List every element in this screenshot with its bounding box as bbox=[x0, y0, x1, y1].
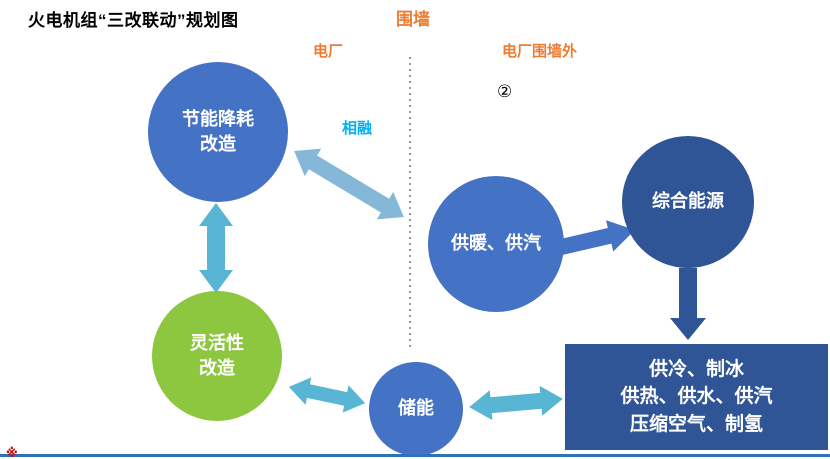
output-box-line1: 供冷、制冰 bbox=[648, 358, 744, 380]
double-arrow-storage-outputs-icon bbox=[469, 385, 563, 421]
output-products-box: 供冷、制冰 供热、供水、供汽 压缩空气、制氢 bbox=[565, 344, 828, 450]
label-plant-side: 电厂 bbox=[313, 43, 344, 60]
footer-accent-bar bbox=[0, 454, 830, 457]
node-heating-steam-supply: 供暖、供汽 bbox=[428, 176, 564, 312]
output-box-line2: 供热、供水、供汽 bbox=[620, 386, 773, 408]
node-heating-steam-label: 供暖、供汽 bbox=[451, 233, 541, 254]
node-integrated-energy-label: 综合能源 bbox=[652, 191, 724, 212]
node-flexibility-line1: 灵活性 bbox=[190, 332, 244, 353]
node-energy-saving-line1: 节能降耗 bbox=[182, 108, 254, 129]
brand-logo-icon: ※ bbox=[6, 446, 18, 459]
node-energy-storage: 储能 bbox=[369, 362, 463, 456]
label-circled-two: ② bbox=[497, 82, 513, 101]
double-arrow-energy-saving-flexibility-icon bbox=[199, 203, 233, 293]
label-merge: 相融 bbox=[342, 120, 373, 137]
arrow-integrated-to-outputs-icon bbox=[670, 268, 706, 340]
page-title: 火电机组“三改联动”规划图 bbox=[28, 11, 239, 30]
node-energy-saving-retrofit: 节能降耗 改造 bbox=[148, 62, 288, 202]
node-integrated-energy: 综合能源 bbox=[622, 136, 754, 268]
node-energy-saving-line2: 改造 bbox=[200, 134, 236, 154]
label-wall: 围墙 bbox=[396, 10, 430, 29]
output-box-line3: 压缩空气、制氢 bbox=[629, 413, 763, 435]
double-arrow-flexibility-storage-icon bbox=[288, 377, 366, 413]
label-outside-wall-side: 电厂围墙外 bbox=[502, 43, 578, 60]
node-flexibility-line2: 改造 bbox=[199, 358, 235, 378]
node-energy-storage-label: 储能 bbox=[398, 398, 434, 419]
node-flexibility-retrofit: 灵活性 改造 bbox=[152, 291, 282, 421]
double-arrow-energy-saving-heating-icon bbox=[294, 148, 404, 220]
